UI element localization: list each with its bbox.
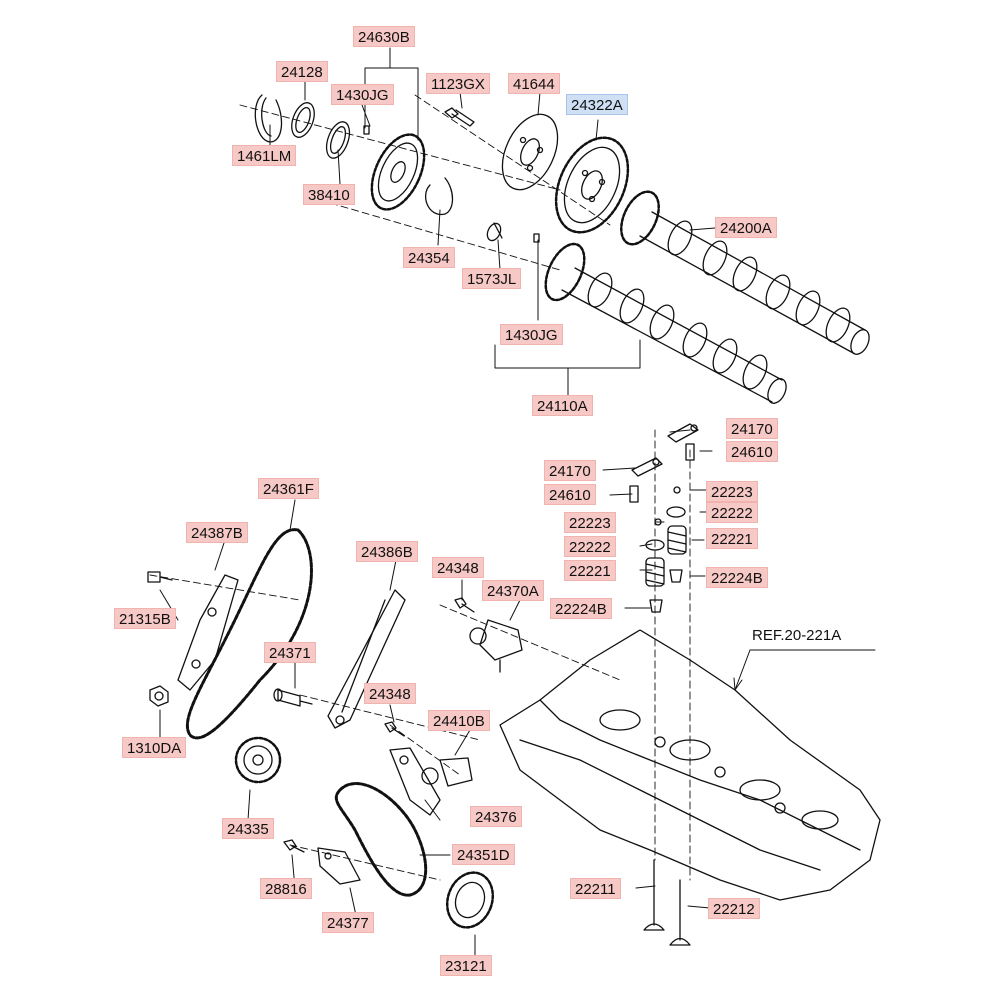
reference-label: REF.20-221A <box>752 627 842 644</box>
part-label-24200A[interactable]: 24200A <box>715 217 777 238</box>
part-label-24630B[interactable]: 24630B <box>353 26 415 47</box>
sprocket-23121 <box>445 871 495 929</box>
pin-1430JG-bottom <box>533 233 540 243</box>
snap-ring-24354 <box>425 177 454 215</box>
part-label-24335[interactable]: 24335 <box>222 818 274 839</box>
part-label-1573JL[interactable]: 1573JL <box>462 268 522 289</box>
part-label-22224B-left[interactable]: 22224B <box>550 598 612 619</box>
part-label-22221-right[interactable]: 22221 <box>706 528 758 549</box>
tensioner-24370A <box>469 619 523 673</box>
part-label-22212[interactable]: 22212 <box>708 898 760 919</box>
cylinder-head <box>499 629 881 901</box>
part-label-24322A[interactable]: 24322A <box>566 94 628 115</box>
pin-1430JG-top <box>363 125 370 135</box>
part-label-24170-upper[interactable]: 24170 <box>726 418 778 439</box>
exhaust-valve-22212 <box>669 879 691 946</box>
part-label-28816[interactable]: 28816 <box>260 878 312 899</box>
spring-retainer-22222 <box>645 506 686 551</box>
part-label-1123GX[interactable]: 1123GX <box>426 73 490 94</box>
part-label-24110A[interactable]: 24110A <box>532 395 593 416</box>
part-label-24348-upper[interactable]: 24348 <box>432 557 484 578</box>
washer-24128 <box>291 102 315 138</box>
camshaft-24200A <box>620 190 870 355</box>
chain-guide-24377 <box>317 847 361 885</box>
rocker-arm-24170-upper <box>667 423 699 443</box>
part-label-22223-left[interactable]: 22223 <box>564 512 616 533</box>
part-label-22211[interactable]: 22211 <box>570 878 621 899</box>
intake-valve-22211 <box>643 859 665 931</box>
part-label-24354[interactable]: 24354 <box>403 247 455 268</box>
alignment-lines <box>149 94 691 881</box>
bolt-24348-lower <box>384 721 405 737</box>
timing-chain-24351D <box>334 782 428 897</box>
lash-adjuster-24610-upper <box>685 443 695 461</box>
spacer-24371 <box>273 688 313 707</box>
sprocket-24630B <box>370 133 426 211</box>
chain-guide-24386B <box>327 589 406 729</box>
part-label-24170-lower[interactable]: 24170 <box>544 460 596 481</box>
part-label-24371[interactable]: 24371 <box>264 642 316 663</box>
part-label-22221-left[interactable]: 22221 <box>564 560 616 581</box>
part-label-24348-lower[interactable]: 24348 <box>364 683 416 704</box>
part-label-22222-right[interactable]: 22222 <box>706 502 758 523</box>
bolt-1123GX <box>444 107 475 127</box>
part-label-21315B[interactable]: 21315B <box>114 608 176 629</box>
lash-adjuster-24610-lower <box>629 485 639 503</box>
part-label-1461LM[interactable]: 1461LM <box>232 145 297 166</box>
part-label-24361F[interactable]: 24361F <box>258 478 319 499</box>
tensioner-24410B <box>421 757 473 787</box>
part-label-38410[interactable]: 38410 <box>303 184 355 205</box>
part-label-24410B[interactable]: 24410B <box>428 710 490 731</box>
part-label-24377[interactable]: 24377 <box>322 912 374 933</box>
camshaft-24110A <box>544 242 787 404</box>
part-label-1430JG-top[interactable]: 1430JG <box>331 84 394 105</box>
part-label-23121[interactable]: 23121 <box>440 955 492 976</box>
bushing-1573JL <box>486 222 503 242</box>
bolt-24348-upper <box>454 597 475 613</box>
part-label-41644[interactable]: 41644 <box>508 73 560 94</box>
sprocket-24335 <box>234 736 282 784</box>
part-label-1430JG-bottom[interactable]: 1430JG <box>500 324 563 345</box>
part-label-24128[interactable]: 24128 <box>276 61 328 82</box>
seal-38410 <box>325 121 351 159</box>
part-label-24376[interactable]: 24376 <box>470 806 522 827</box>
valve-keeper-22223 <box>654 486 681 526</box>
part-label-22224B-right[interactable]: 22224B <box>706 567 768 588</box>
plate-41644 <box>501 113 559 191</box>
part-label-22222-left[interactable]: 22222 <box>564 536 616 557</box>
part-label-24351D[interactable]: 24351D <box>452 844 515 865</box>
part-label-1310DA[interactable]: 1310DA <box>122 737 187 758</box>
snap-ring-1461LM <box>254 94 283 143</box>
bolt-21315B <box>147 571 173 583</box>
part-label-24610-upper[interactable]: 24610 <box>726 441 778 462</box>
part-label-22223-right[interactable]: 22223 <box>706 481 758 502</box>
chain-guide-24376 <box>389 747 441 816</box>
part-label-24370A[interactable]: 24370A <box>482 580 544 601</box>
timing-chain-24361F <box>185 528 313 740</box>
sprocket-24322A <box>554 136 630 234</box>
part-label-24387B[interactable]: 24387B <box>186 522 248 543</box>
valve-spring-22221 <box>645 525 687 587</box>
bolt-28816 <box>283 839 305 853</box>
part-label-24610-lower[interactable]: 24610 <box>544 484 596 505</box>
chain-guide-24387B <box>177 574 239 691</box>
rocker-arm-24170-lower <box>631 457 663 477</box>
part-label-24386B[interactable]: 24386B <box>356 541 418 562</box>
nut-1310DA <box>149 685 169 707</box>
valve-seal-22224B <box>649 569 683 613</box>
